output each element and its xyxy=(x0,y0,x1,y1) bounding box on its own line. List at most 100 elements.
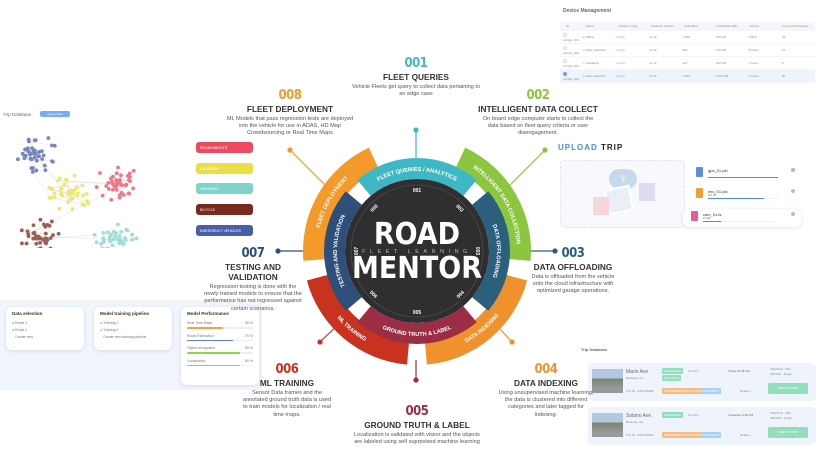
trip-card[interactable]: Marin Ave Berkeley, CA Trip ID - 230-328… xyxy=(588,363,816,401)
trip-details-dropdown[interactable]: Details ⌄ xyxy=(740,389,753,393)
connector-dot xyxy=(413,377,419,383)
connector-dot xyxy=(509,339,515,345)
graph-node xyxy=(41,153,46,158)
data-selection-title: Data selection xyxy=(12,311,43,316)
trip-tag: Processing xyxy=(662,375,681,381)
config-link[interactable]: Config xyxy=(616,48,625,52)
graph-node xyxy=(114,183,119,188)
file-size: 14 MB xyxy=(703,217,711,220)
graph-node xyxy=(65,178,69,183)
upload-file-item[interactable]: cam_01.ts 14 MB xyxy=(683,209,801,227)
wheel-segment-002[interactable] xyxy=(455,147,531,261)
wheel-segment-007[interactable] xyxy=(324,191,362,311)
config-link[interactable]: Config xyxy=(616,74,625,78)
uptime: 8 hours xyxy=(748,48,759,52)
wheel-segment-005[interactable] xyxy=(357,306,477,344)
legend-bicycle[interactable]: BICYCLE xyxy=(196,204,253,215)
graph-node xyxy=(92,232,97,237)
graph-node xyxy=(116,180,121,185)
file-icon xyxy=(696,188,703,198)
graph-edge xyxy=(122,234,133,248)
trip-vehicle: VEHICLE - 001 xyxy=(770,411,791,415)
graph-node xyxy=(105,230,110,235)
wheel-segment-006[interactable] xyxy=(306,274,410,365)
device-row[interactable]: vehicle_001 ● Offline Config v2.12 1,298… xyxy=(560,31,815,44)
graph-node xyxy=(100,246,104,248)
graph-edge xyxy=(32,171,52,198)
trip-distance: 10.2 km xyxy=(688,413,699,417)
graph-node xyxy=(38,240,42,245)
trip-id: Trip ID - 230-328939 xyxy=(626,433,654,437)
metric-bar xyxy=(187,352,253,354)
option-label: Route 1 xyxy=(15,321,28,325)
row-checkbox[interactable] xyxy=(563,32,567,37)
graph-node xyxy=(32,150,37,155)
replay-trip-button[interactable]: REPLAY TRIP xyxy=(768,383,808,394)
training-2-option[interactable]: ● Training 2 xyxy=(100,328,119,332)
create-pipeline-option[interactable]: ○ Create new training pipeline xyxy=(100,335,147,339)
trip-vehicle: VEHICLE - 001 xyxy=(770,367,791,371)
row-checkbox[interactable] xyxy=(563,71,567,76)
row-checkbox[interactable] xyxy=(563,45,567,50)
folder-icon xyxy=(593,197,609,215)
connected-devices: 8 xyxy=(781,61,784,65)
graph-node xyxy=(109,232,113,237)
replay-trip-button[interactable]: REPLAY TRIP xyxy=(768,427,808,438)
trip-details-dropdown[interactable]: Details ⌄ xyxy=(740,433,753,437)
graph-node xyxy=(130,237,135,242)
total-data: 750 GB xyxy=(715,35,726,39)
training-pipeline-card: Model training pipeline ● Training 1 ● T… xyxy=(94,307,172,350)
route-1-option[interactable]: ● Route 1 xyxy=(12,321,28,325)
device-row[interactable]: vehicle_004 ● Data Collection Config v2.… xyxy=(560,70,815,83)
step-description: On board edge computer starts to collect… xyxy=(482,116,594,137)
graph-node xyxy=(70,196,75,201)
config-link[interactable]: Config xyxy=(616,35,625,39)
graph-node xyxy=(104,184,109,188)
legend-roundabouts[interactable]: ROUNDABOUTS xyxy=(196,142,253,153)
connector-dot xyxy=(317,339,323,345)
graph-node xyxy=(16,157,20,162)
center-ring xyxy=(350,184,484,318)
upload-file-item[interactable]: gps_01.pkt xyxy=(696,165,801,183)
legend-emergency-vehicles[interactable]: EMERGENCY VEHICLES xyxy=(196,225,253,236)
wheel-segment-003[interactable] xyxy=(472,191,510,311)
legend-highways[interactable]: HIGHWAYS xyxy=(196,183,253,194)
trip-card[interactable]: Solano Ave Berkeley, CA Trip ID - 230-32… xyxy=(588,407,816,445)
graph-node xyxy=(23,153,28,158)
upload-progress-bar xyxy=(708,177,778,178)
wheel-segment-001[interactable] xyxy=(357,158,477,196)
config-link[interactable]: Config xyxy=(616,61,625,65)
col-header: Connected Devices xyxy=(782,24,809,28)
training-1-option[interactable]: ● Training 1 xyxy=(100,321,119,325)
upload-dropzone[interactable]: ⇧ xyxy=(560,160,685,228)
trip-thumbnail xyxy=(592,413,623,437)
total-data: 120 GB xyxy=(715,48,726,52)
graph-edge xyxy=(31,159,74,194)
graph-node xyxy=(101,239,106,244)
step-number: 007 xyxy=(241,246,265,261)
wheel-segment-004[interactable] xyxy=(424,274,528,365)
device-id: vehicle_004 xyxy=(563,76,580,81)
wheel-segment-008[interactable] xyxy=(303,147,379,261)
create-new-option[interactable]: ○ Create new xyxy=(12,335,34,339)
graph-node xyxy=(131,186,136,191)
upload-file-item[interactable]: imu_01.pkt 221 KB xyxy=(696,186,801,204)
legend-on-ramps[interactable]: ON RAMPS xyxy=(196,163,253,174)
metric-bar xyxy=(187,339,253,341)
graph-node xyxy=(67,198,72,202)
connector-dot xyxy=(275,248,281,254)
graph-node xyxy=(107,235,112,240)
query-web-button[interactable]: Query Web xyxy=(40,111,70,117)
legend-label: HIGHWAYS xyxy=(200,186,219,191)
route-2-option[interactable]: ● Route 2 xyxy=(12,328,28,332)
graph-node xyxy=(117,234,122,238)
total-miles: 592 xyxy=(682,48,688,52)
graph-node xyxy=(84,191,89,196)
row-checkbox[interactable] xyxy=(563,58,567,63)
connected-devices: 30 xyxy=(781,74,786,78)
device-row[interactable]: vehicle_002 ● Data Collection Config v2.… xyxy=(560,44,815,57)
device-row[interactable]: vehicle_003 ● Uploading Config v2.12 113… xyxy=(560,57,815,70)
graph-node xyxy=(31,223,36,228)
